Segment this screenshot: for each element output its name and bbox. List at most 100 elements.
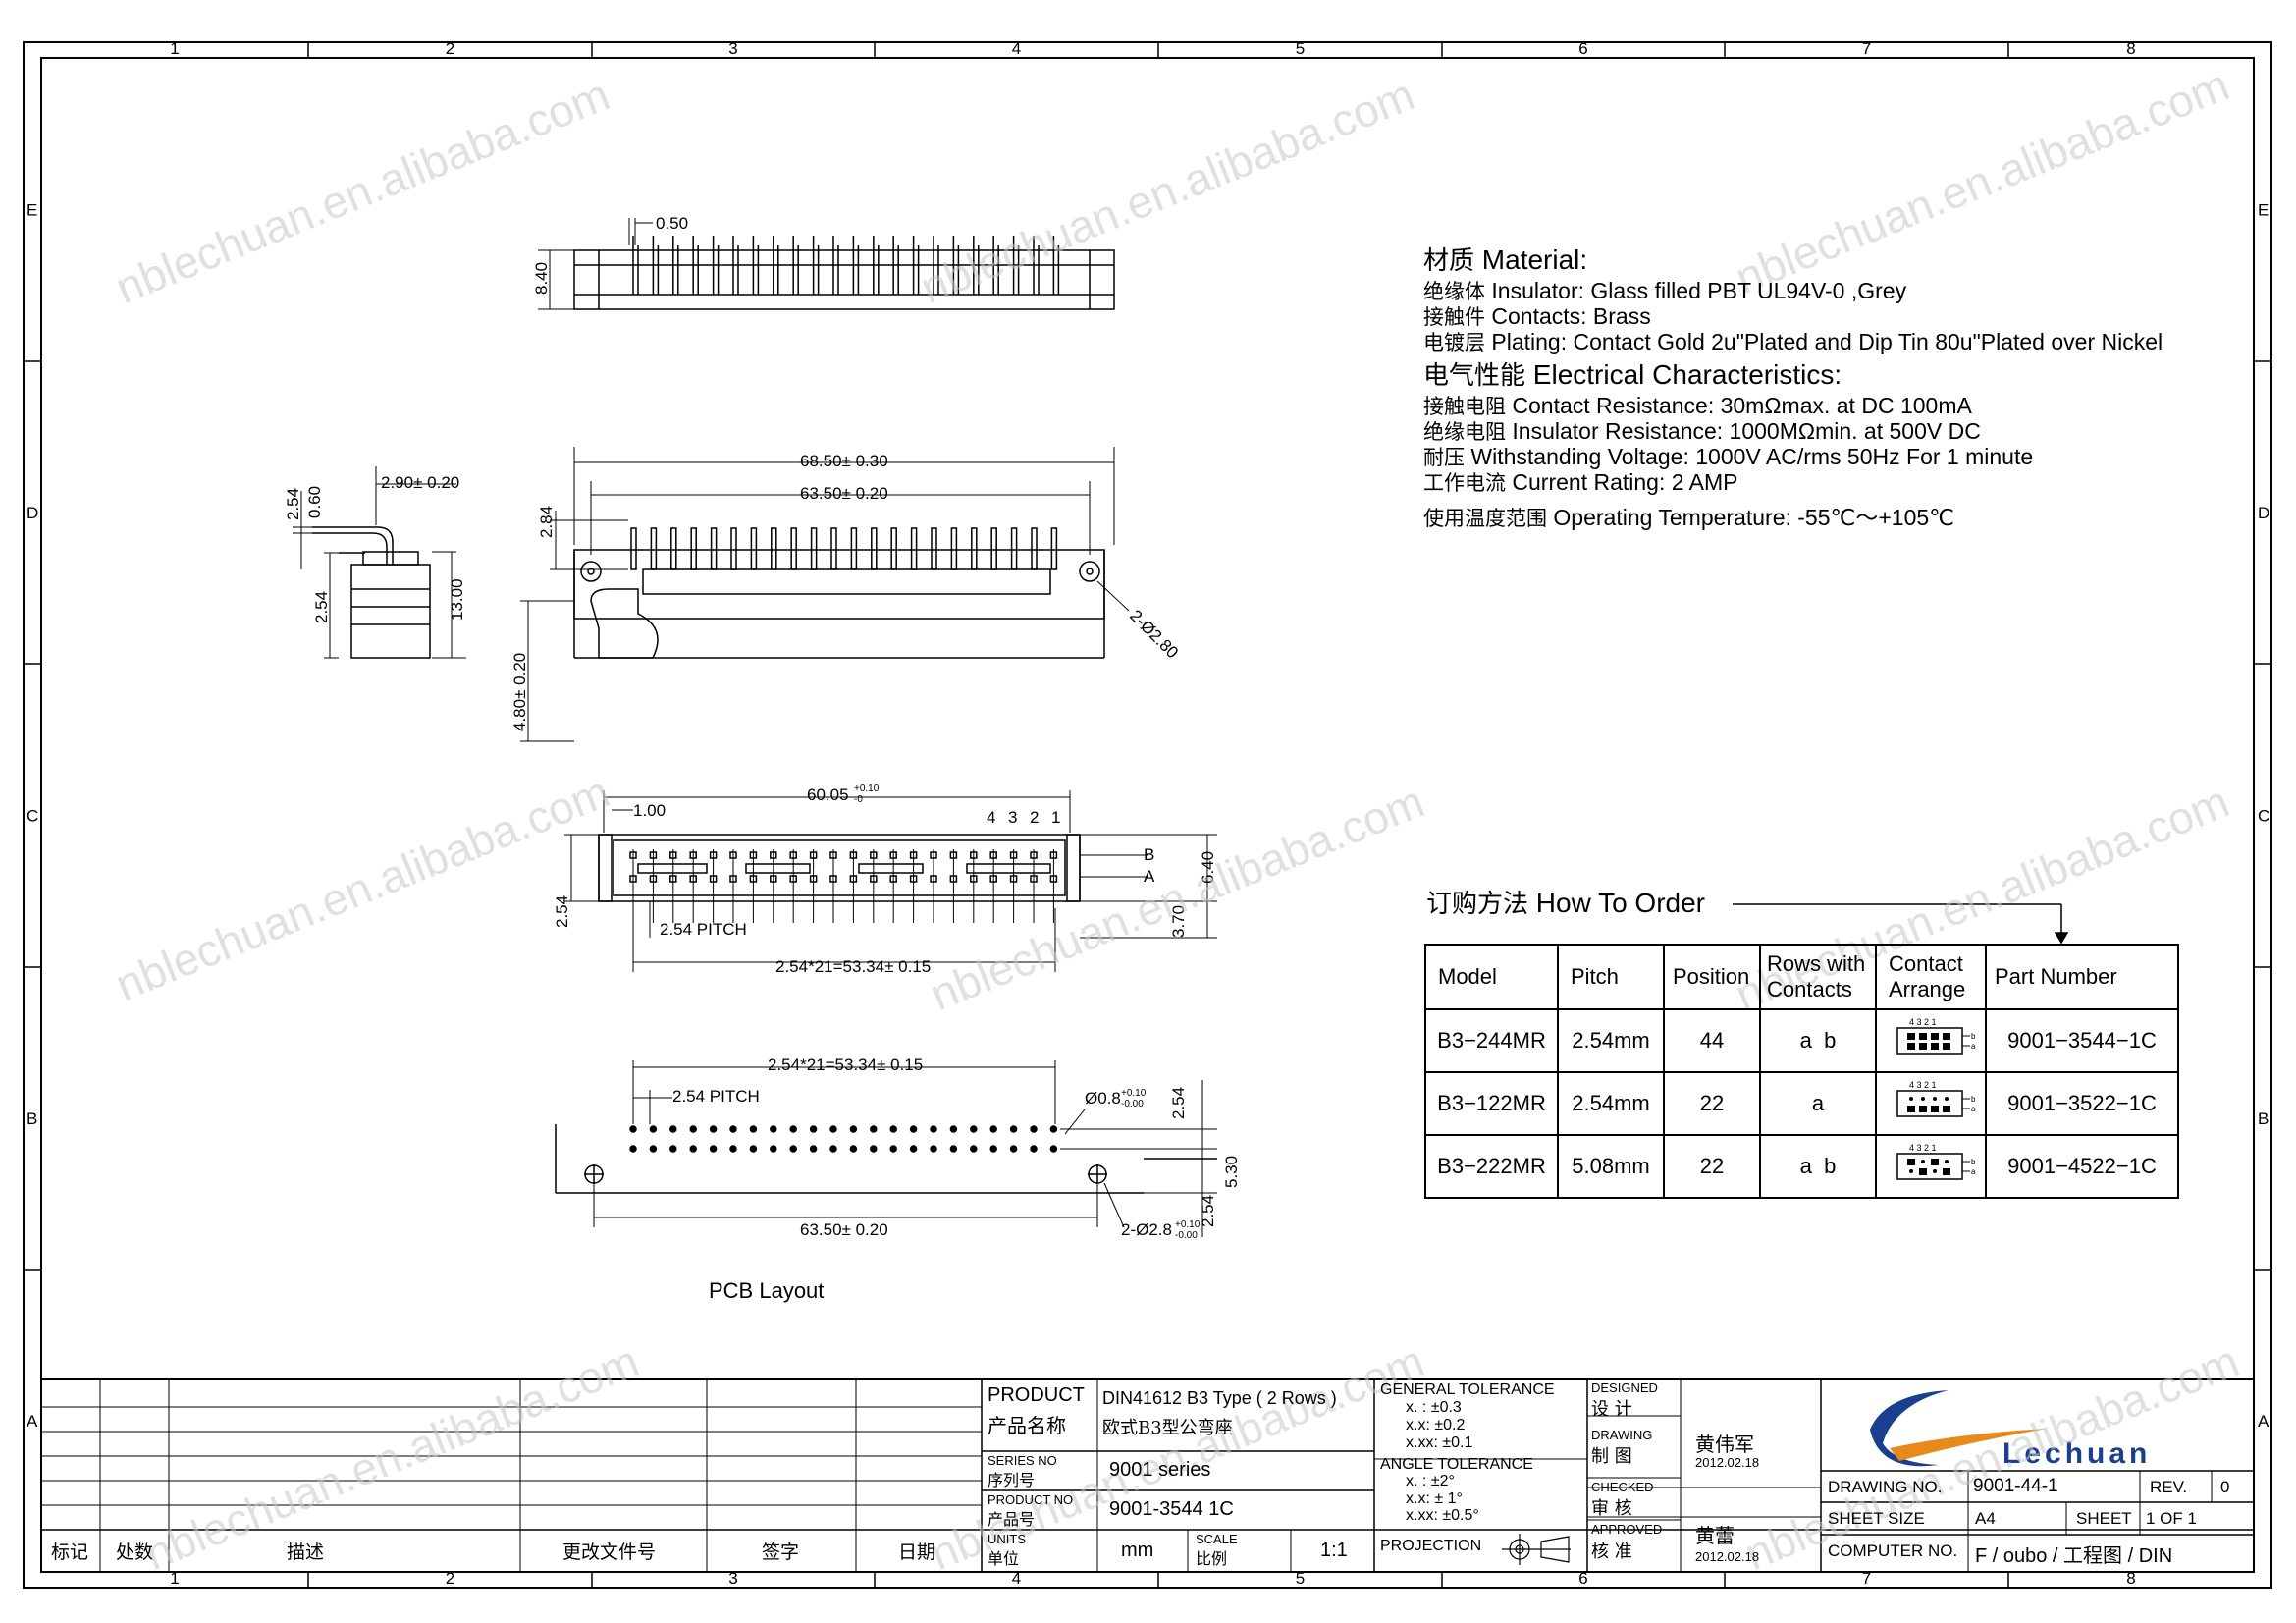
pcb-hole (829, 1125, 837, 1133)
designed-label-cn: 设 计 (1591, 1399, 1632, 1420)
order-header: Contact Arrange (1875, 944, 1987, 1010)
zone-col-label: 3 (728, 1569, 737, 1588)
pin-bottom-b (829, 851, 837, 859)
pcb-hole (1049, 1145, 1058, 1153)
pin-front (971, 527, 978, 570)
pin-bottom-a (709, 875, 718, 883)
cur-cn: 工作电流 (1423, 471, 1506, 495)
drawing-no-label: DRAWING NO. (1828, 1478, 1943, 1496)
sheet-value: 1 OF 1 (2146, 1509, 2197, 1528)
pin-bottom-b (809, 851, 818, 859)
pno-label-cn: 产品号 (988, 1510, 1036, 1529)
order-model: B3−122MR (1424, 1071, 1559, 1136)
zone-row-label: D (27, 504, 38, 522)
drawer-name: 黄伟军 (1695, 1433, 1754, 1456)
arrange-nums: 4 3 2 1 (1909, 1143, 1937, 1153)
order-title-cn: 订购方法 (1426, 890, 1529, 919)
order-position: 22 (1663, 1134, 1761, 1199)
approval-date: 2012.02.18 (1695, 1549, 1760, 1564)
arrange-b: b (1971, 1032, 1976, 1041)
pin-bottom-b (1030, 851, 1038, 859)
pin-bottom-b (930, 851, 937, 859)
dim-pcb-pitch: 2.54 PITCH (672, 1087, 760, 1106)
zone-col-label: 8 (2126, 1569, 2135, 1588)
dim-pin-width: 0.50 (656, 214, 688, 233)
pcb-hole (709, 1145, 718, 1153)
arrange-b: b (1971, 1158, 1976, 1166)
checked-label-cn: 审 核 (1591, 1498, 1632, 1519)
projection-symbol (1502, 1534, 1571, 1565)
tolerance-2: x.x: ±0.2 (1406, 1417, 1466, 1434)
product-value-en: DIN41612 B3 Type ( 2 Rows ) (1102, 1388, 1337, 1408)
order-row: B3−244MR 2.54mm 44 a b 4 3 2 1 b a 9001−… (1424, 1008, 2179, 1073)
cr-en: Contact Resistance: 30mΩmax. at DC 100mA (1512, 393, 1972, 418)
zone-row-label: B (2258, 1109, 2269, 1128)
pcb-hole (930, 1125, 937, 1133)
pcb-hole (1049, 1125, 1058, 1133)
angle-tolerance-2: x.x: ± 1° (1406, 1490, 1463, 1507)
pcb-hole (1030, 1145, 1038, 1153)
wv-cn: 耐压 (1423, 446, 1465, 469)
order-part: 9001−4522−1C (1985, 1134, 2179, 1199)
pin-front (931, 527, 937, 570)
pin-bottom-a (889, 875, 897, 883)
dim-bottom-height: 6.40 (1199, 851, 1217, 884)
pno-label-en: PRODUCT NO (988, 1492, 1074, 1507)
pin-bottom-b (989, 851, 997, 859)
pin-bottom-a (689, 875, 697, 883)
general-tolerance-label: GENERAL TOLERANCE (1380, 1381, 1555, 1398)
insulator-en: Insulator: Glass filled PBT UL94V-0 ,Gre… (1491, 278, 1907, 303)
series-label-en: SERIES NO (988, 1453, 1057, 1468)
pcb-hole (749, 1145, 758, 1153)
pin-bottom-a (809, 875, 818, 883)
ir-cn: 绝缘电阻 (1423, 420, 1506, 444)
dim-side-3: 2.90± 0.20 (381, 473, 459, 492)
pcb-hole (970, 1125, 978, 1133)
pcb-hole (729, 1125, 737, 1133)
order-table: Model Pitch Position Rows with Contacts … (1424, 944, 2179, 1199)
pin-bottom-b (770, 851, 777, 859)
pin-bottom-b (970, 851, 978, 859)
order-rows: a b (1759, 1008, 1877, 1073)
zone-col-label: 7 (1862, 39, 1871, 58)
elec-cn: 电气性能 (1423, 361, 1526, 391)
rev-header: 日期 (898, 1542, 936, 1563)
pin-num-1: 1 (1051, 808, 1060, 827)
pin-bottom-b (709, 851, 718, 859)
pin-bottom-b (669, 851, 677, 859)
zone-col-label: 1 (170, 39, 179, 58)
angle-tolerance-3: x.xx: ±0.5° (1406, 1507, 1479, 1524)
pno-value: 9001-3544 1C (1109, 1498, 1234, 1520)
pin-bottom-b (789, 851, 797, 859)
pin-front (910, 527, 918, 570)
temp-cn: 使用温度范围 (1423, 507, 1547, 530)
zone-col-label: 3 (728, 39, 737, 58)
arrange-b: b (1971, 1095, 1976, 1104)
pcb-hole (909, 1125, 918, 1133)
dim-pcb-hole-tol-dn: -0.00 (1121, 1099, 1144, 1109)
pcb-hole (870, 1145, 878, 1153)
logo-text: Lechuan (2002, 1437, 2151, 1470)
pin-front (650, 527, 658, 570)
plating-cn: 电镀层 (1423, 331, 1485, 354)
pin-bottom-b (1009, 851, 1018, 859)
drawing-no-value: 9001-44-1 (1973, 1476, 2058, 1496)
arrange-diagram-ab: 4 3 2 1 b a (1896, 1017, 1976, 1055)
scale-label-cn: 比例 (1196, 1549, 1228, 1568)
drawing-label-cn: 制 图 (1591, 1446, 1632, 1467)
order-header: Position (1663, 944, 1761, 1010)
pin-bottom-a (1009, 875, 1018, 883)
inner-frame (40, 57, 2255, 1573)
pin-num-2: 2 (1030, 808, 1039, 827)
zone-row-label: B (27, 1109, 37, 1128)
pcb-view (555, 1060, 1217, 1237)
pcb-hole (849, 1145, 858, 1153)
zone-col-label: 1 (170, 1569, 179, 1588)
sheet-size-label: SHEET SIZE (1828, 1509, 1925, 1528)
pin-bottom-a (949, 875, 958, 883)
dim-pcb-530: 5.30 (1222, 1156, 1241, 1188)
tolerance-3: x.xx: ±0.1 (1406, 1434, 1473, 1451)
angle-tolerance-1: x. : ±2° (1406, 1473, 1455, 1489)
rev-value: 0 (2220, 1478, 2230, 1496)
order-header-row: Model Pitch Position Rows with Contacts … (1424, 944, 2179, 1010)
